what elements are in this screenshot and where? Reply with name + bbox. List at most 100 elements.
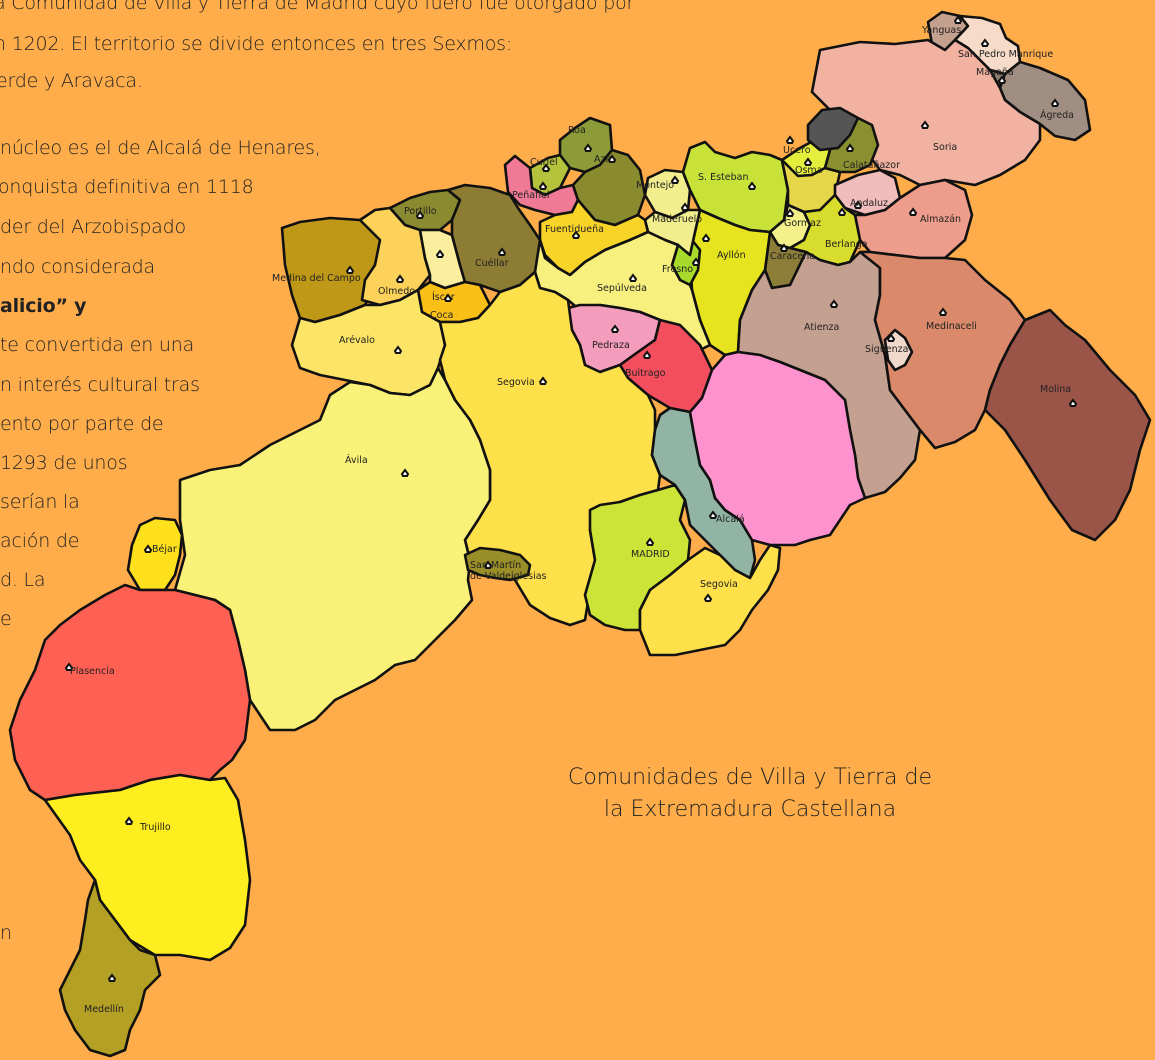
- region-label: Sepúlveda: [597, 283, 647, 294]
- region-label: Soria: [933, 142, 957, 153]
- region-label: Ágreda: [1040, 109, 1074, 121]
- region-label: Segovia: [497, 377, 535, 388]
- town-marker-icon: [785, 135, 795, 144]
- town-marker-icon: [64, 662, 74, 671]
- region-molina: [983, 308, 1152, 542]
- region-label: Trujillo: [139, 822, 171, 833]
- town-marker-icon: [435, 249, 445, 258]
- town-marker-icon: [415, 210, 425, 219]
- region-label: San Pedro Manrique: [958, 49, 1053, 60]
- caption-line: la Extremadura Castellana: [603, 797, 897, 822]
- region-label: Plasencia: [70, 666, 115, 677]
- region-san-martin-de-valdeiglesias: [463, 546, 532, 582]
- region-label: Cuéllar: [475, 258, 509, 269]
- region-label: Gormaz: [784, 218, 821, 229]
- region-label: Arévalo: [339, 335, 375, 346]
- town-marker-icon: [670, 175, 680, 184]
- town-marker-icon: [645, 537, 655, 546]
- region-label: Alcalá: [716, 514, 745, 525]
- town-marker-icon: [400, 468, 410, 477]
- caption-line: Comunidades de Villa y Tierra de: [567, 765, 932, 790]
- town-marker-icon: [680, 202, 690, 211]
- town-marker-icon: [708, 510, 718, 519]
- region-label: Segovia: [700, 579, 738, 590]
- town-marker-icon: [1050, 98, 1060, 107]
- region-bejar: [126, 516, 184, 592]
- region-label: Portillo: [404, 206, 437, 217]
- region-label: Olmedo: [378, 286, 415, 297]
- town-marker-icon: [920, 120, 930, 129]
- town-marker-icon: [628, 273, 638, 282]
- town-marker-icon: [395, 274, 405, 283]
- region-label: Yanguas: [921, 25, 961, 36]
- town-marker-icon: [124, 816, 134, 825]
- map-caption: Comunidades de Villa y Tierra de la Extr…: [520, 762, 980, 826]
- region-label: Fuentidueña: [545, 224, 604, 235]
- region-medellin: [58, 878, 162, 1058]
- region-label: Maderuelo: [652, 214, 702, 225]
- region-label: Medellín: [84, 1004, 124, 1015]
- town-marker-icon: [803, 157, 813, 166]
- town-marker-icon: [691, 257, 701, 266]
- region-label: Berlanga: [825, 239, 868, 250]
- town-marker-icon: [497, 247, 507, 256]
- region-label: Montejo: [636, 180, 674, 191]
- region-label: Ayllón: [717, 250, 746, 261]
- region-label: Coca: [430, 310, 454, 321]
- town-marker-icon: [845, 143, 855, 152]
- region-label: Peñafiel: [512, 190, 550, 201]
- town-marker-icon: [837, 207, 847, 216]
- region-plasencia: [8, 583, 252, 802]
- region-label: Buitrago: [625, 368, 666, 379]
- town-marker-icon: [938, 307, 948, 316]
- region-label: Andaluz: [850, 198, 888, 209]
- region-label: Pedraza: [592, 340, 630, 351]
- region-label: Caracena: [770, 251, 815, 262]
- region-label: Roa: [568, 125, 586, 136]
- region-label: Béjar: [152, 544, 177, 555]
- town-marker-icon: [642, 350, 652, 359]
- town-marker-icon: [483, 560, 493, 569]
- town-marker-icon: [886, 333, 896, 342]
- region-label: Medina del Campo: [272, 273, 361, 284]
- town-marker-icon: [538, 376, 548, 385]
- region-label: MADRID: [631, 549, 670, 560]
- town-marker-icon: [143, 544, 153, 553]
- region-label: Atienza: [804, 322, 839, 333]
- region-label: Sigüenza: [865, 344, 908, 355]
- region-label: Ávila: [345, 454, 368, 466]
- town-marker-icon: [538, 181, 548, 190]
- town-marker-icon: [443, 293, 453, 302]
- town-marker-icon: [571, 230, 581, 239]
- town-marker-icon: [853, 200, 863, 209]
- town-marker-icon: [607, 154, 617, 163]
- town-marker-icon: [980, 38, 990, 47]
- town-marker-icon: [829, 299, 839, 308]
- town-marker-icon: [701, 233, 711, 242]
- region-label: Calatañazor: [843, 160, 900, 171]
- region-label: Fresno: [662, 264, 693, 275]
- town-marker-icon: [1068, 398, 1078, 407]
- town-marker-icon: [583, 143, 593, 152]
- region-label: S. Esteban: [698, 172, 748, 183]
- town-marker-icon: [785, 208, 795, 217]
- region-label: Curiel: [530, 157, 558, 168]
- town-marker-icon: [393, 345, 403, 354]
- town-marker-icon: [908, 207, 918, 216]
- town-marker-icon: [345, 265, 355, 274]
- region-label: Magaña: [976, 67, 1014, 78]
- town-marker-icon: [541, 163, 551, 172]
- region-label: Medinaceli: [926, 321, 977, 332]
- region-label: Almazán: [920, 214, 961, 225]
- region-label: Molina: [1040, 384, 1071, 395]
- town-marker-icon: [107, 973, 117, 982]
- region-aza: [571, 148, 647, 227]
- region-label: Ucero: [783, 145, 811, 156]
- town-marker-icon: [953, 15, 963, 24]
- town-marker-icon: [747, 181, 757, 190]
- region-trujillo: [43, 773, 252, 962]
- town-marker-icon: [703, 593, 713, 602]
- region-unnamed-48: [806, 106, 860, 152]
